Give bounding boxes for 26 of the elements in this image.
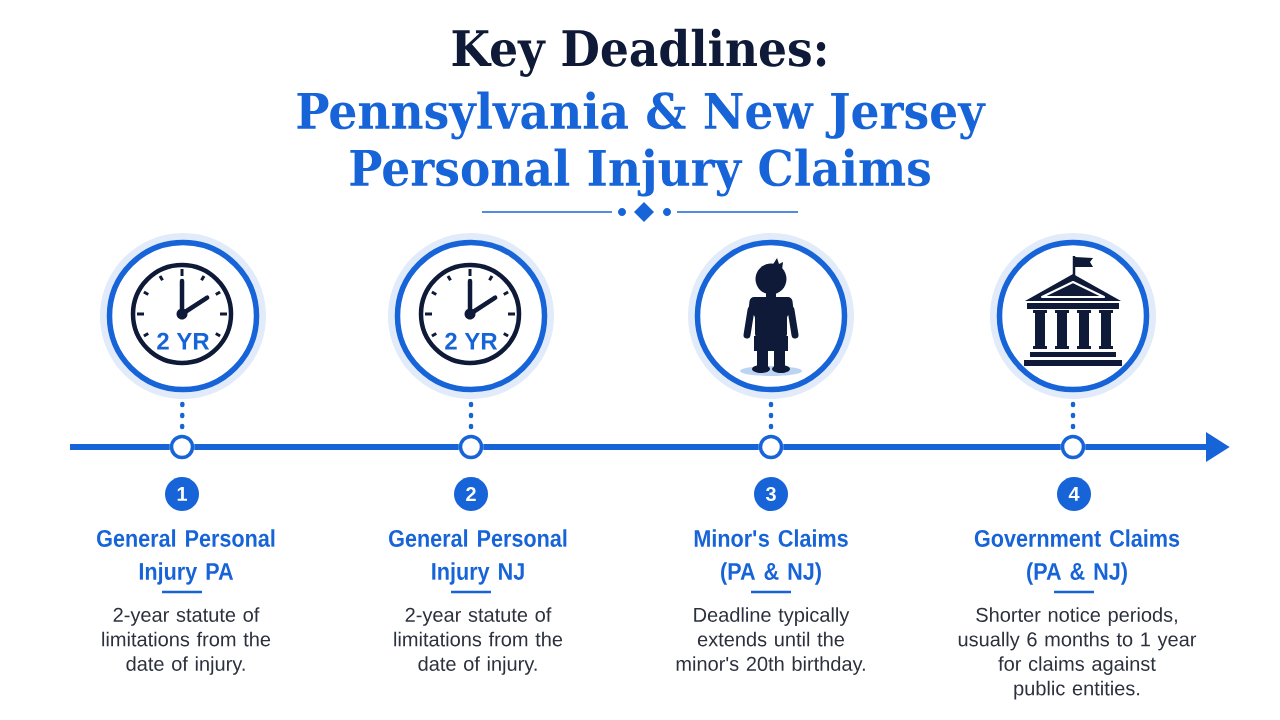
number-badge: 2 — [454, 477, 488, 511]
dotted-connector — [1070, 401, 1076, 430]
step-description: Deadline typically extends until the minor's 20th birthday. — [676, 607, 865, 675]
timeline-dot — [758, 434, 784, 460]
title: Key Deadlines: — [452, 28, 826, 77]
timeline-line — [194, 444, 459, 450]
timeline-line — [70, 444, 170, 450]
timeline-dot — [458, 434, 484, 460]
step-heading: General Personal Injury NJ — [389, 529, 567, 585]
step-description: Shorter notice periods, usually 6 months to 1 year for claims against public entities. — [958, 607, 1197, 700]
step-heading: Minor's Claims (PA & NJ) — [694, 529, 848, 585]
timeline-dot — [1060, 434, 1086, 460]
number-badge: 1 — [165, 477, 199, 511]
timeline-line — [483, 444, 759, 450]
step-description: 2-year statute of limitations from the date of injury. — [394, 607, 563, 675]
timeline-dot — [169, 434, 195, 460]
dotted-connector — [468, 401, 474, 430]
subtitle: Pennsylvania & New Jersey Personal Injury Claims — [297, 91, 986, 197]
step-heading: Government Claims (PA & NJ) — [974, 529, 1180, 585]
timeline-line — [783, 444, 1061, 450]
dotted-connector — [768, 401, 774, 430]
number-badge: 3 — [754, 477, 788, 511]
step-description: 2-year statute of limitations from the date of injury. — [102, 607, 271, 675]
step-heading: General Personal Injury PA — [97, 529, 275, 585]
dotted-connector — [179, 401, 185, 430]
number-badge: 4 — [1057, 477, 1091, 511]
